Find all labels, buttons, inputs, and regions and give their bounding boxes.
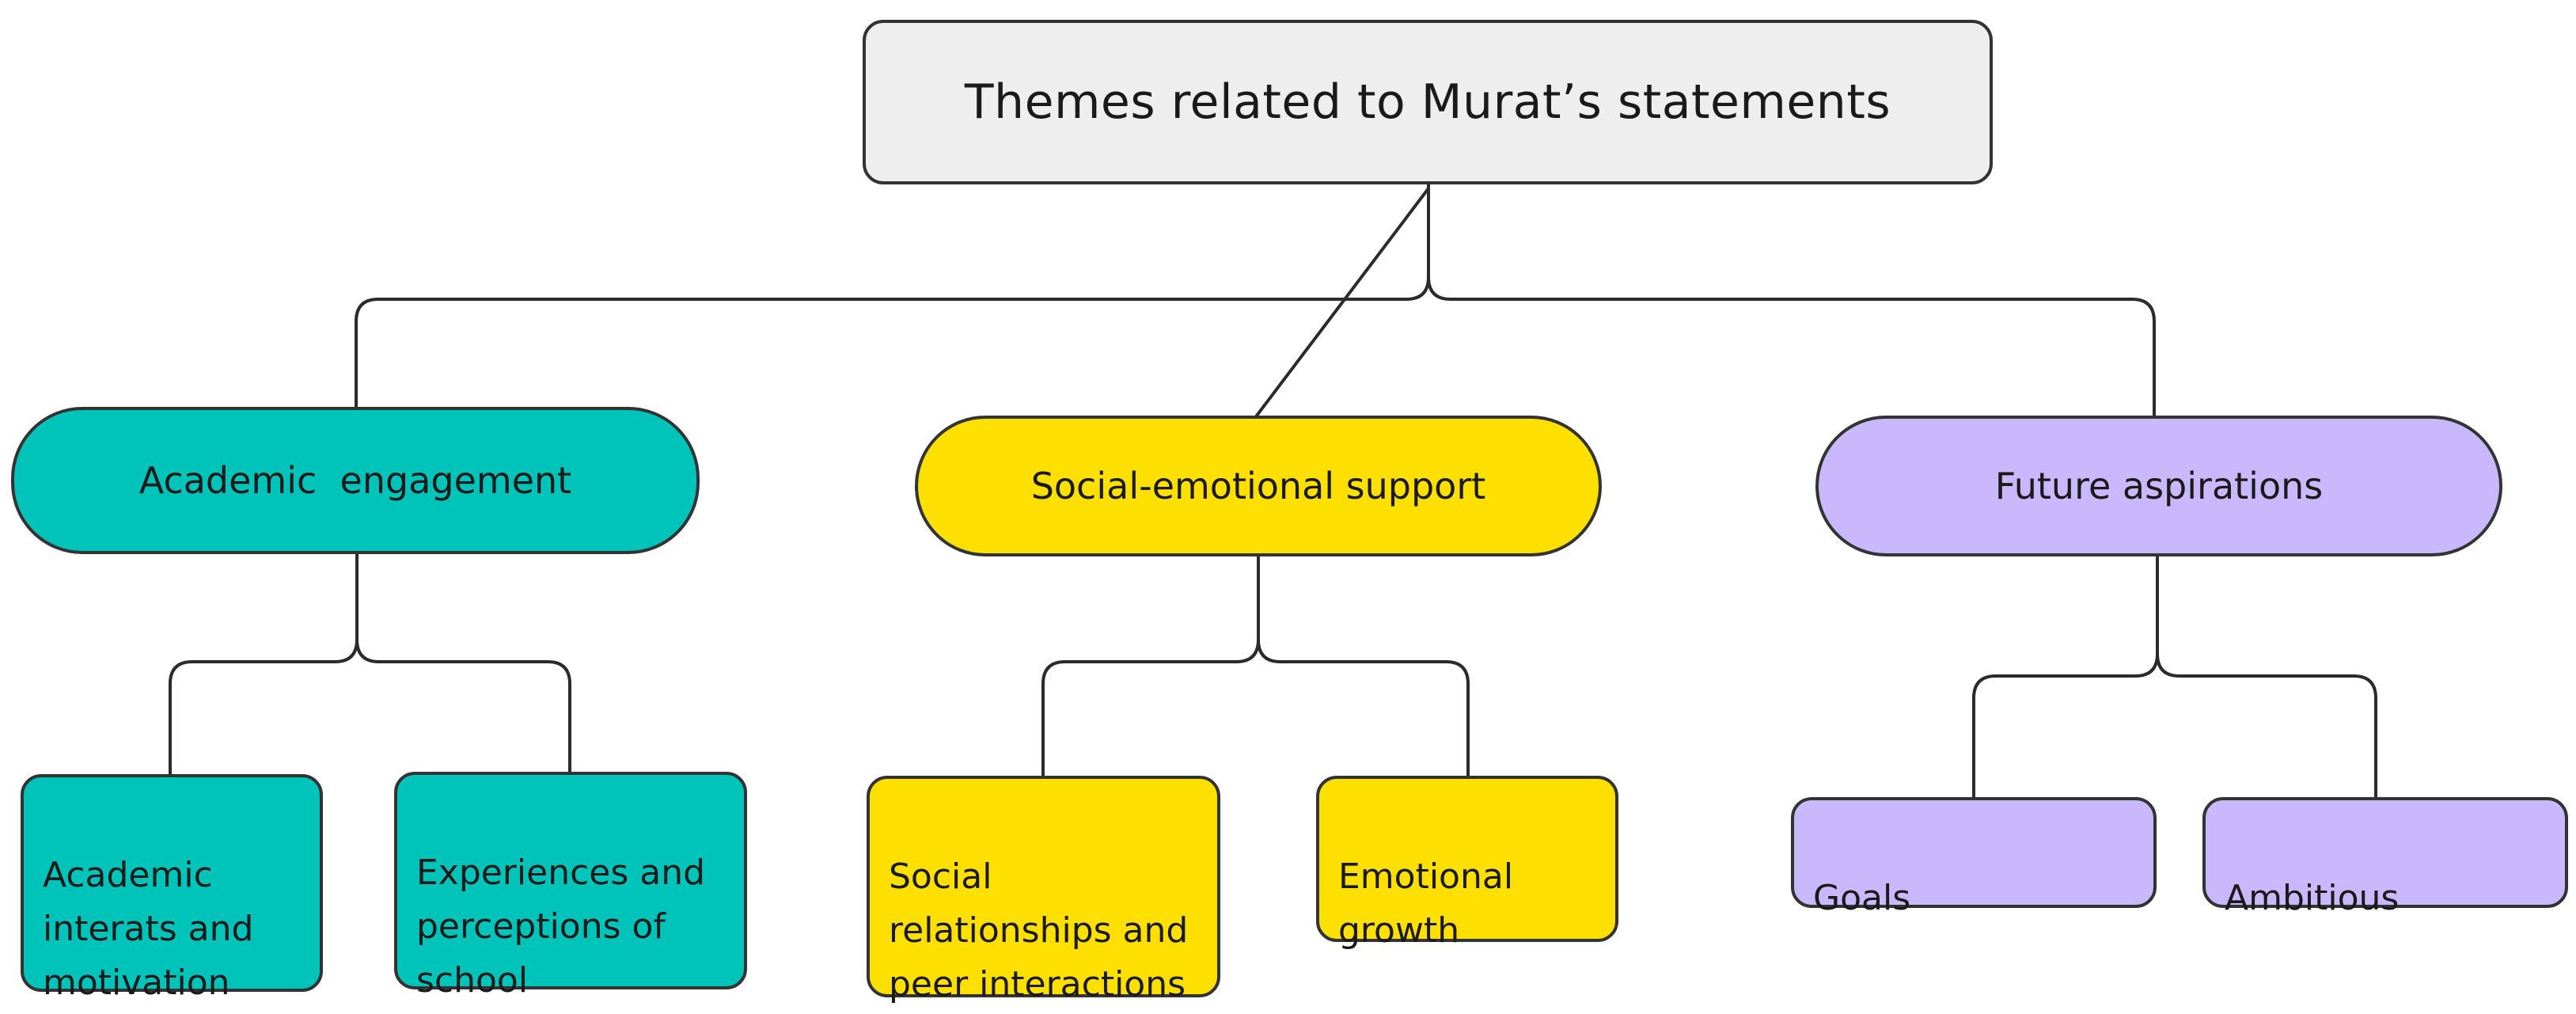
subtheme-label: Academic interats and motivation xyxy=(43,855,254,1003)
connector-academic-right xyxy=(355,638,571,773)
subtheme-label: Ambitious xyxy=(2225,878,2400,918)
connector-future-left xyxy=(1972,555,2159,799)
subtheme-academic-interests: Academic interats and motivation xyxy=(21,774,323,1003)
theme-label: Academic engagement xyxy=(138,459,572,502)
subtheme-label: Experiences and perceptions of school xyxy=(416,853,706,1001)
connector-root-right xyxy=(1427,275,2156,417)
subtheme-goals: Goals xyxy=(1791,797,2157,918)
theme-social-emotional-support: Social-emotional support xyxy=(915,416,1602,556)
connector-social-left xyxy=(1041,555,1260,777)
subtheme-label: Emotional growth xyxy=(1338,856,1514,951)
theme-academic-engagement: Academic engagement xyxy=(11,407,700,554)
theme-future-aspirations: Future aspirations xyxy=(1815,416,2502,556)
subtheme-label: Social relationships and peer interactio… xyxy=(889,856,1189,1005)
root-label: Themes related to Murat’s statements xyxy=(964,74,1891,130)
connector-academic-left xyxy=(169,553,359,776)
connector-root-stem xyxy=(355,183,1430,408)
connector-social-right xyxy=(1257,638,1470,777)
subtheme-ambitious: Ambitious xyxy=(2202,797,2568,918)
connector-root-social xyxy=(1255,187,1430,417)
subtheme-label: Goals xyxy=(1813,878,1911,918)
subtheme-social-relationships: Social relationships and peer interactio… xyxy=(867,776,1220,1005)
subtheme-experiences-perceptions: Experiences and perceptions of school xyxy=(394,772,747,1001)
connector-future-right xyxy=(2156,652,2377,799)
theme-label: Social-emotional support xyxy=(1030,465,1486,507)
subtheme-emotional-growth: Emotional growth xyxy=(1316,776,1618,951)
root-node: Themes related to Murat’s statements xyxy=(863,20,1993,184)
theme-label: Future aspirations xyxy=(1994,465,2324,507)
